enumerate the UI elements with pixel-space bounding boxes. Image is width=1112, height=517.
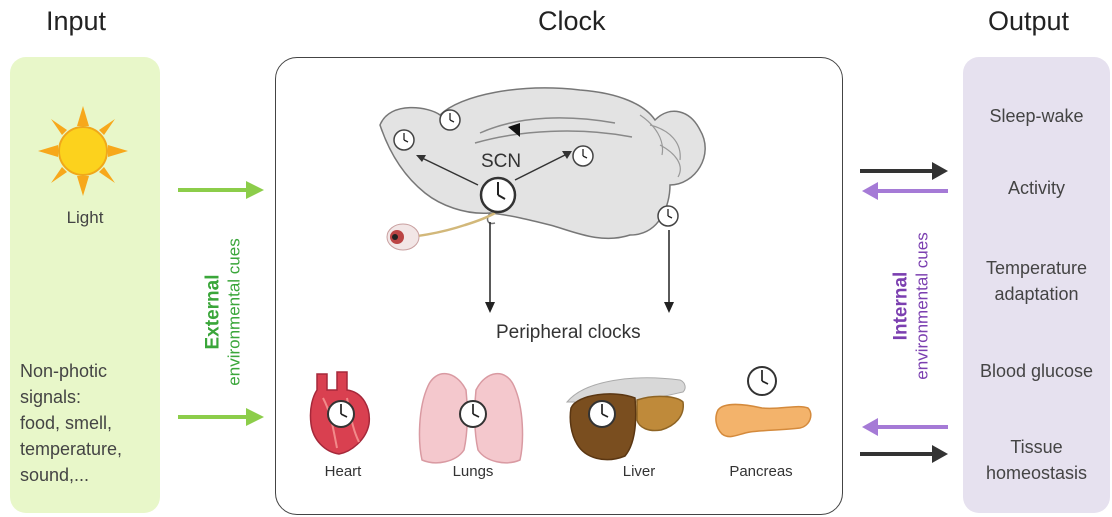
scn-projection-arrows	[400, 130, 600, 200]
non-photic-line: temperature,	[20, 436, 122, 462]
organ-label-liver: Liver	[604, 463, 674, 480]
internal-cues-strong: Internal	[891, 272, 913, 341]
liver-illustration	[565, 372, 690, 462]
feedback-arrow-bottom	[860, 416, 950, 438]
output-line: homeostasis	[963, 460, 1110, 486]
output-item-blood-glucose: Blood glucose	[963, 358, 1110, 384]
output-item-sleep-wake: Sleep-wake	[963, 103, 1110, 129]
down-arrow-right	[661, 230, 677, 314]
output-item-temperature-adaptation: Temperature adaptation	[963, 255, 1110, 307]
clock-icon	[325, 398, 357, 430]
eye-icon	[385, 222, 421, 252]
internal-cues-sub: environmental cues	[913, 232, 933, 379]
clock-icon	[586, 398, 618, 430]
clock-icon	[457, 398, 489, 430]
output-heading: Output	[988, 6, 1069, 37]
sun-icon	[38, 106, 128, 196]
clock-heading: Clock	[538, 6, 606, 37]
pancreas-illustration	[714, 400, 814, 440]
output-item-tissue-homeostasis: Tissue homeostasis	[963, 434, 1110, 486]
non-photic-line: sound,...	[20, 462, 122, 488]
organ-label-heart: Heart	[308, 463, 378, 480]
output-line: adaptation	[963, 281, 1110, 307]
output-item-activity: Activity	[963, 175, 1110, 201]
signals-input-arrow	[178, 405, 266, 429]
feedback-arrow-top	[860, 180, 950, 202]
output-line: Tissue	[963, 434, 1110, 460]
clock-icon	[745, 364, 779, 398]
down-arrow-left	[482, 222, 498, 314]
non-photic-line: food, smell,	[20, 410, 122, 436]
non-photic-line: Non-photic	[20, 358, 122, 384]
external-cues-strong: External	[203, 275, 225, 350]
non-photic-signals: Non-photic signals: food, smell, tempera…	[20, 358, 122, 488]
light-input-arrow	[178, 178, 266, 202]
organ-label-lungs: Lungs	[438, 463, 508, 480]
clock-icon	[438, 108, 462, 132]
clock-icon	[656, 204, 680, 228]
light-label: Light	[10, 205, 160, 231]
external-cues-sub: environmental cues	[225, 238, 245, 385]
output-arrow-bottom	[860, 443, 950, 465]
output-line: Temperature	[963, 255, 1110, 281]
peripheral-clocks-label: Peripheral clocks	[496, 322, 641, 344]
non-photic-line: signals:	[20, 384, 122, 410]
input-heading: Input	[46, 6, 106, 37]
organ-label-pancreas: Pancreas	[718, 463, 804, 480]
output-arrow-top	[860, 160, 950, 182]
